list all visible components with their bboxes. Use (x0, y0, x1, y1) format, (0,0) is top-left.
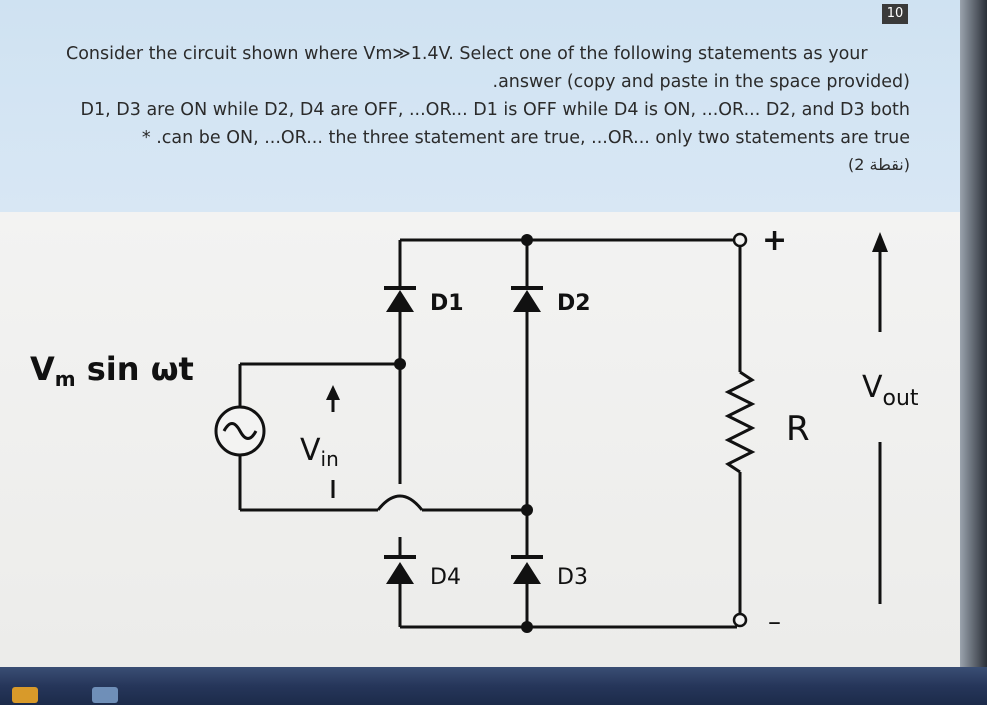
question-points: (نقطة 2) (847, 155, 910, 174)
d4-label: D4 (430, 565, 461, 590)
plus-label: + (762, 223, 787, 258)
monitor-bezel-edge (960, 0, 987, 705)
sine-wave-icon (222, 422, 258, 440)
vin-arrow-icon (326, 385, 340, 498)
circuit-wires (238, 238, 756, 629)
circuit-image: Vm sin ωt Vin D1 D2 D4 D3 R + – Vout (0, 212, 960, 667)
d1-label: D1 (430, 291, 464, 316)
question-line-2: .answer (copy and paste in the space pro… (492, 72, 911, 92)
junction-dots (394, 234, 533, 633)
resistor-label: R (786, 409, 810, 449)
output-terminal-plus (732, 232, 748, 248)
taskbar-app-icon[interactable] (92, 687, 118, 703)
minus-label: – (768, 607, 781, 637)
d3-label: D3 (557, 565, 588, 590)
question-number-badge: 10 (882, 4, 908, 24)
question-line-3: D1, D3 are ON while D2, D4 are OFF, ...O… (80, 100, 910, 120)
question-line-4: * .can be ON, ...OR... the three stateme… (141, 128, 910, 148)
circuit-diagram: Vm sin ωt Vin D1 D2 D4 D3 R + – Vout (30, 223, 919, 637)
vin-label: Vin (300, 433, 339, 471)
output-terminal-minus (732, 612, 748, 628)
diode-d1-icon (384, 286, 416, 312)
start-icon[interactable] (12, 687, 38, 703)
vout-arrow-icon (872, 232, 888, 604)
taskbar (0, 667, 987, 705)
d2-label: D2 (557, 291, 591, 316)
question-line-1: Consider the circuit shown where Vm≫1.4V… (66, 44, 868, 64)
source-label: Vm sin ωt (30, 350, 194, 391)
question-panel: 10 Consider the circuit shown where Vm≫1… (0, 0, 960, 212)
diode-d3-icon (511, 555, 543, 584)
diode-d2-icon (511, 286, 543, 312)
diode-d4-icon (384, 555, 416, 584)
vout-label: Vout (862, 370, 919, 411)
